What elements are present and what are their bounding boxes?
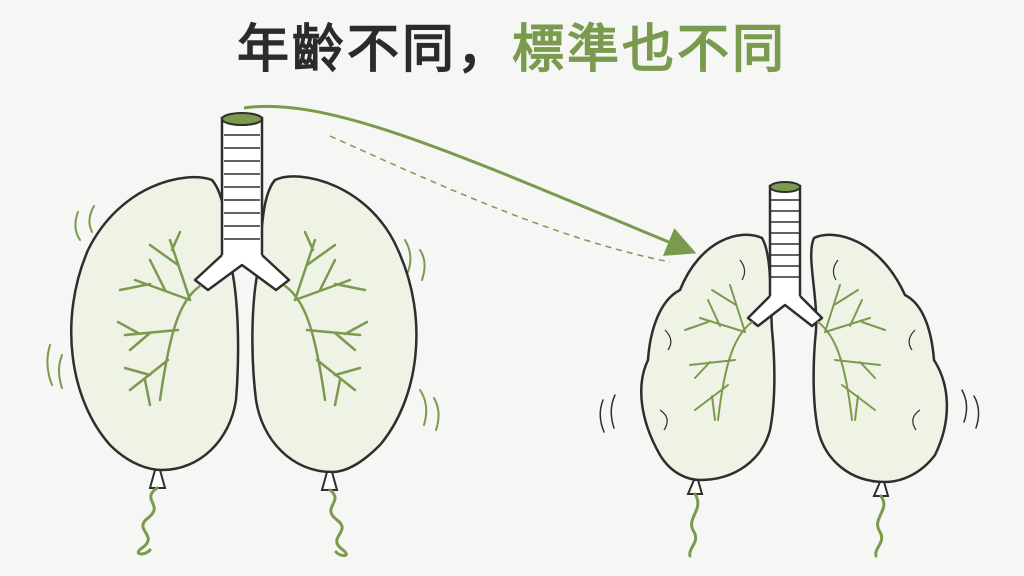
right-bronchial-tree xyxy=(684,284,886,421)
left-balloon-knots xyxy=(148,469,339,491)
right-lung-wrinkles xyxy=(659,259,921,431)
right-lung-right-lobe xyxy=(810,233,949,484)
right-balloon-knots xyxy=(686,479,890,497)
left-motion-lines xyxy=(46,205,440,431)
left-trachea xyxy=(193,112,291,292)
page-title: 年齡不同，標準也不同 xyxy=(0,14,1024,86)
arrow-solid-line xyxy=(243,104,697,256)
title-part-age: 年齡不同， xyxy=(236,20,512,80)
left-bronchial-tree xyxy=(116,230,369,407)
right-balloon-strings xyxy=(688,492,886,558)
title-part-standard: 標準也不同 xyxy=(512,20,788,80)
right-trachea xyxy=(746,181,824,328)
right-lung-left-lobe xyxy=(640,233,776,482)
right-lungs xyxy=(599,181,980,558)
arrow-dashed-line xyxy=(329,135,671,263)
left-lungs xyxy=(46,112,440,557)
left-lung-left-lobe xyxy=(70,176,240,472)
left-balloon-strings xyxy=(136,486,348,557)
right-motion-lines xyxy=(599,389,980,433)
left-lung-right-lobe xyxy=(251,175,418,474)
age-transition-arrow xyxy=(243,104,697,263)
